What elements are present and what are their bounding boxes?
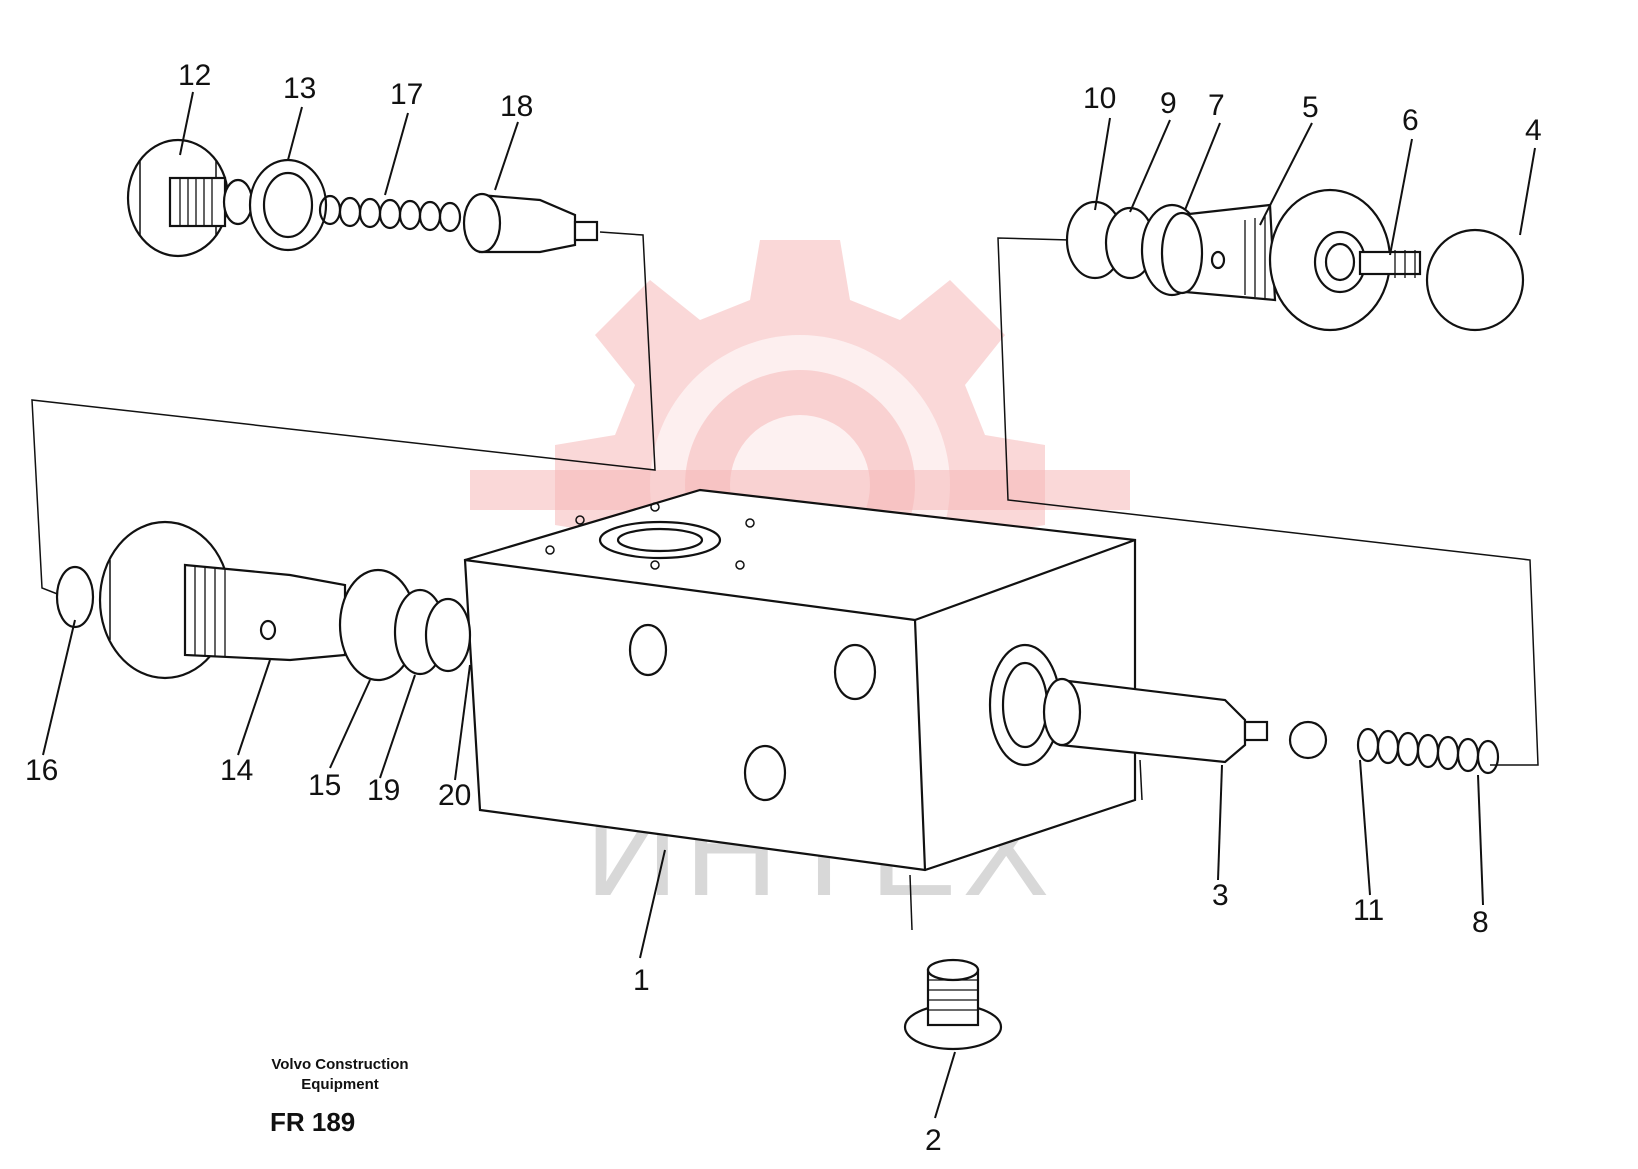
washer-part-16 — [55, 565, 95, 629]
company-name-line2: Equipment — [301, 1076, 379, 1093]
figure-code: FR 189 — [270, 1107, 356, 1137]
o-ring-part-20 — [424, 597, 472, 673]
cartridge-part-5 — [1160, 203, 1277, 302]
leader-lines — [42, 91, 1536, 1119]
o-ring-inner-part-13 — [262, 171, 314, 239]
callout-20: 20 — [438, 779, 471, 812]
callout-11: 11 — [1353, 894, 1384, 927]
callout-14: 14 — [220, 754, 253, 787]
assembly-guide-lines — [31, 231, 1539, 931]
valve-body-part-14 — [98, 520, 347, 680]
callout-16: 16 — [25, 754, 58, 787]
company-caption: Volvo Construction Equipment — [235, 1055, 445, 1095]
callout-1: 1 — [633, 964, 650, 997]
piston-part-3 — [1042, 677, 1269, 764]
callout-labels: 12 13 17 18 10 9 7 5 6 4 16 14 15 19 20 … — [25, 59, 1542, 1157]
callout-10: 10 — [1083, 82, 1116, 115]
callout-3: 3 — [1212, 879, 1229, 912]
callout-4: 4 — [1525, 114, 1542, 147]
callout-17: 17 — [390, 78, 423, 111]
ball-part-11 — [1288, 720, 1328, 760]
poppet-part-18 — [462, 192, 599, 254]
callout-6: 6 — [1402, 104, 1419, 137]
cap-nut-part-4 — [1358, 228, 1525, 332]
callout-5: 5 — [1302, 91, 1319, 124]
callout-2: 2 — [925, 1124, 942, 1157]
company-name-line1: Volvo Construction — [271, 1056, 409, 1073]
spring-part-17 — [318, 194, 462, 233]
callout-18: 18 — [500, 90, 533, 123]
hex-plug-part-12 — [126, 138, 254, 258]
spring-part-8 — [1356, 727, 1500, 775]
callout-19: 19 — [367, 774, 400, 807]
callout-12: 12 — [178, 59, 211, 92]
plug-part-2 — [903, 958, 1003, 1051]
valve-block — [463, 488, 1137, 872]
callout-8: 8 — [1472, 906, 1489, 939]
callout-7: 7 — [1208, 89, 1225, 122]
callout-9: 9 — [1160, 87, 1177, 120]
callout-15: 15 — [308, 769, 341, 802]
callout-13: 13 — [283, 72, 316, 105]
